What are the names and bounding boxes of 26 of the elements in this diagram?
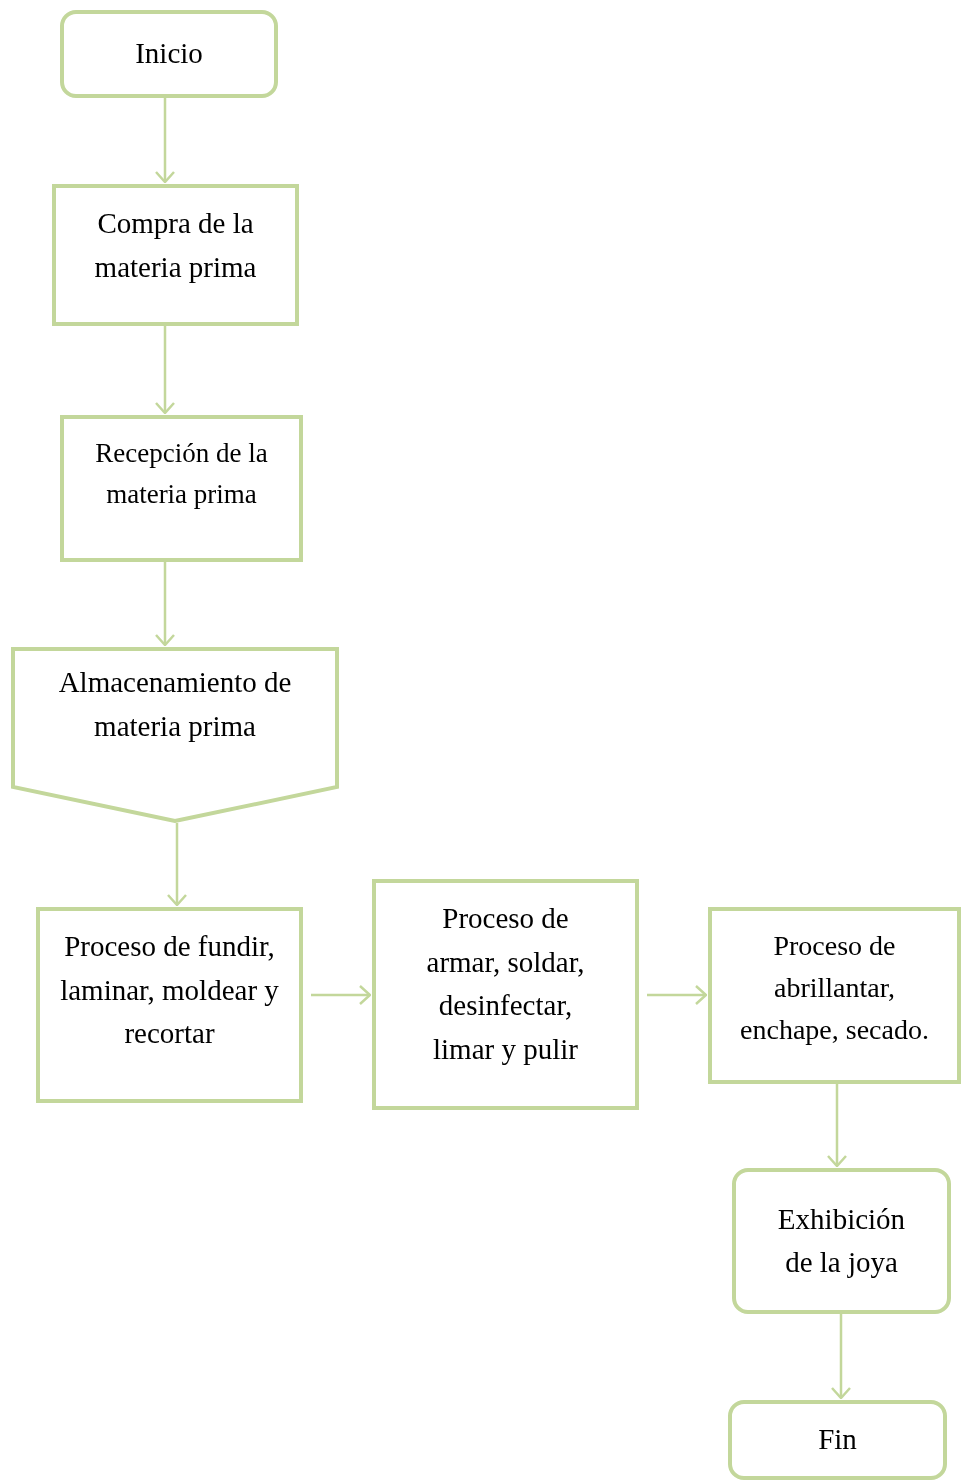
node-label: Exhibición de la joya <box>776 1201 907 1280</box>
node-label: Recepción de la materia prima <box>94 437 269 511</box>
node-label: Almacenamiento de materia prima <box>57 665 293 744</box>
arrow <box>154 98 176 184</box>
storage-shape <box>11 647 339 823</box>
node-label: Fin <box>818 1422 857 1458</box>
arrow <box>647 984 708 1006</box>
process-box <box>60 415 303 562</box>
terminal-box <box>732 1168 951 1314</box>
arrow <box>826 1084 848 1168</box>
terminal-box <box>728 1400 947 1480</box>
arrow <box>311 984 372 1006</box>
arrow <box>154 562 176 647</box>
process-box <box>52 184 299 326</box>
node-label: Proceso de abrillantar, enchape, secado. <box>739 929 930 1047</box>
process-box <box>372 879 639 1110</box>
arrow <box>166 823 188 907</box>
node-label: Inicio <box>135 36 203 72</box>
process-box <box>36 907 303 1103</box>
process-box <box>708 907 961 1084</box>
node-label: Proceso de fundir, laminar, moldear y recortar <box>59 929 280 1051</box>
arrow <box>154 326 176 415</box>
node-label: Proceso de armar, soldar, desinfectar, limar y pulir <box>425 901 586 1067</box>
arrow <box>830 1314 852 1400</box>
node-label: Compra de la materia prima <box>93 206 258 285</box>
terminal-box <box>60 10 278 98</box>
